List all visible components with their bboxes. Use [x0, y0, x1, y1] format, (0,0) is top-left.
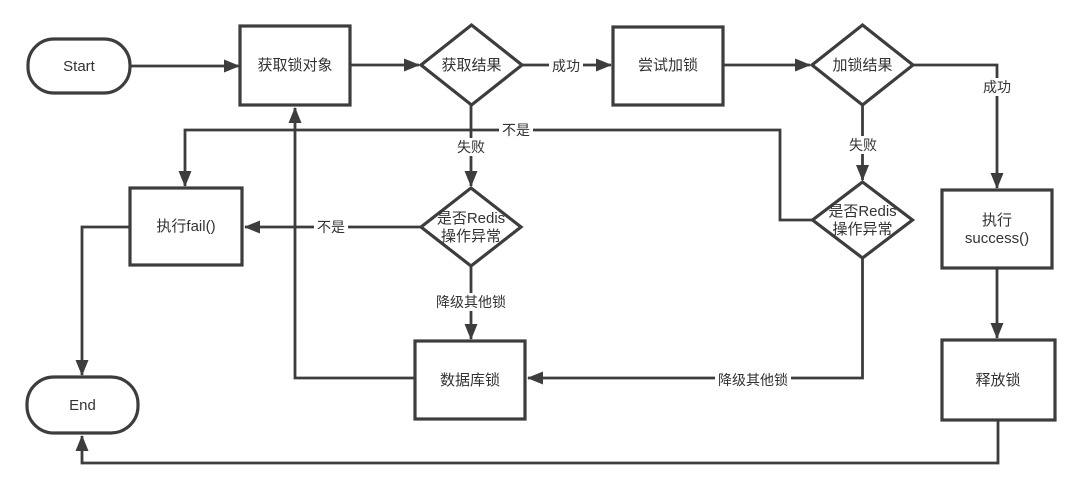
exec-fail-label: 执行fail() — [156, 218, 215, 235]
redis-exception-left-shape — [418, 185, 524, 269]
redis-exception-right-shape — [809, 179, 916, 261]
svg-text:不是: 不是 — [317, 219, 345, 235]
redis-exception-left-label-line1: 是否Redis — [437, 210, 505, 227]
svg-text:降级其他锁: 降级其他锁 — [718, 372, 788, 388]
node-lock-result: 加锁结果 — [809, 22, 916, 108]
node-exec-success: 执行 success() — [940, 188, 1054, 270]
svg-text:降级其他锁: 降级其他锁 — [436, 294, 506, 310]
node-get-lock-object: 获取锁对象 — [238, 24, 352, 107]
release-lock-shape — [940, 338, 1057, 422]
release-lock-label: 释放锁 — [975, 372, 1020, 389]
edge-label-redis-right-no: 不是 — [499, 121, 533, 139]
get-result-label: 获取结果 — [441, 57, 501, 74]
edge-label-redis-right-downgrade: 降级其他锁 — [715, 371, 791, 389]
end-shape — [25, 375, 140, 435]
try-lock-label: 尝试加锁 — [638, 57, 698, 74]
node-redis-exception-right: 是否Redis 操作异常 — [809, 179, 916, 261]
start-shape — [26, 37, 132, 95]
redis-exception-left-label-line2: 操作异常 — [441, 228, 501, 245]
node-get-result: 获取结果 — [418, 22, 525, 108]
exec-success-shape — [940, 188, 1054, 270]
node-redis-exception-left: 是否Redis 操作异常 — [418, 185, 524, 269]
svg-text:不是: 不是 — [502, 122, 530, 138]
lock-result-shape — [809, 22, 916, 108]
edge-label-get-result-fail: 失败 — [454, 138, 488, 156]
exec-success-label-line2: success() — [965, 230, 1029, 247]
edge-lock-result-to-exec-success — [913, 63, 1004, 189]
svg-text:成功: 成功 — [983, 79, 1011, 95]
get-lock-object-label: 获取锁对象 — [257, 57, 332, 74]
edge-redis-right-to-exec-fail — [178, 128, 813, 222]
svg-text:失败: 失败 — [457, 139, 485, 155]
get-lock-object-shape — [238, 24, 352, 107]
node-release-lock: 释放锁 — [940, 338, 1057, 422]
try-lock-shape — [611, 25, 725, 107]
edge-label-lock-result-success: 成功 — [980, 78, 1014, 96]
edges — [75, 58, 1004, 465]
edge-release-lock-to-end — [75, 420, 1000, 465]
edge-redis-right-to-db-lock — [527, 258, 864, 385]
node-start: Start — [26, 37, 132, 95]
end-label: End — [69, 397, 96, 414]
exec-success-label-line1: 执行 — [982, 212, 1012, 229]
edge-label-redis-left-no: 不是 — [314, 218, 348, 236]
node-db-lock: 数据库锁 — [413, 339, 527, 421]
edge-label-get-result-success: 成功 — [549, 57, 583, 75]
edge-labels: 成功 成功 失败 失败 不是 不是 降级其他锁 降级其他锁 — [314, 57, 1014, 389]
redis-exception-right-label-line1: 是否Redis — [828, 203, 896, 220]
edge-label-lock-result-fail: 失败 — [846, 136, 880, 154]
get-result-shape — [418, 22, 525, 108]
edge-db-lock-to-get-lock-object — [288, 107, 415, 380]
node-exec-fail: 执行fail() — [128, 186, 244, 267]
start-label: Start — [63, 58, 96, 75]
node-end: End — [25, 375, 140, 435]
node-try-lock: 尝试加锁 — [611, 25, 725, 107]
svg-text:失败: 失败 — [849, 137, 877, 153]
edge-label-redis-left-downgrade: 降级其他锁 — [433, 293, 509, 311]
edge-exec-fail-to-end — [75, 225, 130, 376]
db-lock-shape — [413, 339, 527, 421]
redis-exception-right-label-line2: 操作异常 — [832, 221, 892, 238]
exec-fail-shape — [128, 186, 244, 267]
db-lock-label: 数据库锁 — [440, 372, 500, 389]
svg-text:成功: 成功 — [552, 58, 580, 74]
lock-result-label: 加锁结果 — [832, 57, 892, 74]
